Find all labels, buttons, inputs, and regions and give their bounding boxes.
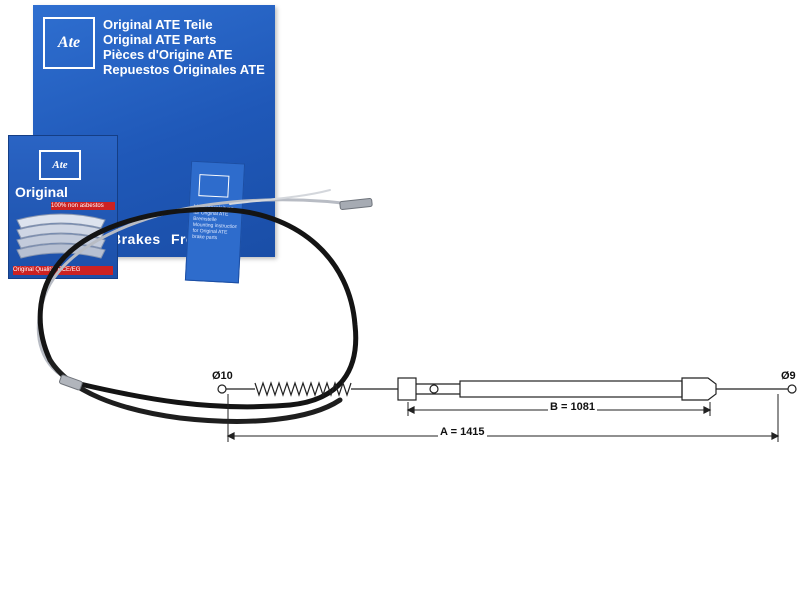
belt-left-text: Brakes: [111, 231, 161, 247]
brake-pad-box: Ate Original 100% non asbestos Original …: [8, 135, 118, 279]
length-b-label: B = 1081: [548, 401, 597, 413]
length-a-label: A = 1415: [438, 426, 487, 438]
ate-logo: Ate: [43, 17, 95, 69]
pad-box-logo: Ate: [39, 150, 81, 180]
box-line-de: Original ATE Teile: [103, 17, 213, 32]
box-line-fr: Pièces d'Origine ATE: [103, 47, 233, 62]
pad-box-asbestos-label: 100% non asbestos: [51, 202, 115, 210]
left-diameter-label: Ø10: [212, 370, 233, 382]
box-line-es: Repuestos Originales ATE: [103, 62, 265, 77]
cable-technical-drawing: [217, 377, 797, 442]
brake-cable-photo: [37, 189, 373, 424]
pad-box-title: Original: [15, 184, 68, 200]
box-lines: Original ATE Teile Original ATE Parts Pi…: [103, 17, 265, 77]
right-diameter-label: Ø9: [781, 370, 796, 382]
pad-box-logo-text: Ate: [52, 159, 68, 171]
ate-logo-text: Ate: [57, 34, 81, 51]
pad-box-quality-label: Original Qualität ECE/EG: [13, 266, 113, 275]
box-line-en: Original ATE Parts: [103, 32, 217, 47]
